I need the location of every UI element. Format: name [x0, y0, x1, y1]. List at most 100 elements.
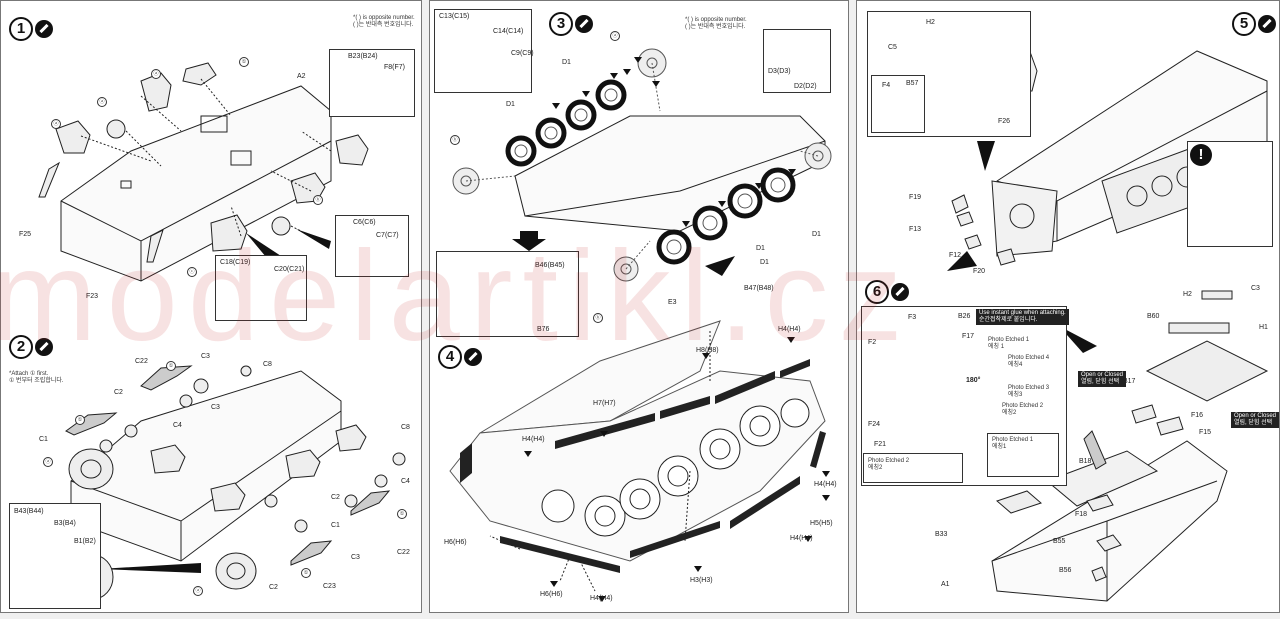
step-number-2: 2 — [9, 335, 33, 359]
callout-marker: ① — [75, 415, 85, 425]
part-label: F25 — [19, 231, 32, 238]
rotation-label: 180° — [966, 377, 981, 384]
part-label: C5 — [888, 44, 897, 51]
glue-icon — [464, 348, 482, 366]
part-label: C7(C7) — [376, 232, 399, 239]
part-label: C8 — [263, 361, 272, 368]
part-label: F8(F7) — [384, 64, 405, 71]
pe-box-label: Photo Etched 2 에칭2 — [868, 458, 910, 471]
step-number-3: 3 — [549, 12, 573, 36]
callout-marker: ① — [301, 568, 311, 578]
part-label: B18 — [1079, 458, 1092, 465]
part-label: B57 — [906, 80, 919, 87]
part-label: D1 — [812, 231, 821, 238]
part-label: B76 — [537, 326, 550, 333]
part-label: D2(D2) — [794, 83, 817, 90]
subassembly-box-c6: C6(C6) C7(C7) — [335, 215, 409, 277]
glue-icon — [35, 20, 53, 38]
part-label: C1 — [331, 522, 340, 529]
part-label: C18(C19) — [220, 259, 251, 266]
attach-first-note: *Attach ① first. ① 번부터 조립합니다. — [9, 371, 64, 384]
part-label: F15 — [1199, 429, 1212, 436]
glue-icon — [1258, 15, 1276, 33]
part-label: F20 — [973, 268, 986, 275]
part-label: B17 — [1123, 378, 1136, 385]
part-label: Photo Etched 1 에칭 1 — [988, 337, 1030, 350]
part-label: F12 — [949, 252, 962, 259]
part-label: B55 — [1053, 538, 1066, 545]
part-label: H8(H8) — [696, 347, 719, 354]
part-label: C22 — [397, 549, 410, 556]
part-label: F23 — [86, 293, 99, 300]
part-label: F3 — [908, 314, 917, 321]
part-label: C20(C21) — [274, 266, 305, 273]
part-label: F17 — [962, 333, 975, 340]
callout-marker: ⓐ — [97, 97, 107, 107]
subassembly-box-c18: C18(C19) C20(C21) — [215, 255, 307, 321]
part-label: F19 — [909, 194, 922, 201]
part-label: E3 — [668, 299, 677, 306]
callout-marker: ⓑ — [593, 313, 603, 323]
part-label: B26 — [958, 313, 971, 320]
part-label: D1 — [760, 259, 769, 266]
instruction-panel-middle: 3 *( ) is opposite number. ( )는 반대측 번호입니… — [429, 0, 849, 613]
part-label: C6(C6) — [353, 219, 376, 226]
part-label: D1 — [562, 59, 571, 66]
step-number-1: 1 — [9, 17, 33, 41]
running-gear-diagram — [445, 36, 832, 602]
instruction-panel-left: 1 *( ) is opposite number. ( )는 반대측 번호입니… — [0, 0, 422, 613]
part-label: F2 — [868, 339, 877, 346]
callout-marker: ⓐ — [51, 119, 61, 129]
part-label: B43(B44) — [14, 508, 44, 515]
part-label: Photo Etched 2 에칭2 — [1002, 403, 1044, 416]
part-label: C3 — [1251, 285, 1260, 292]
part-label: H4(H4) — [790, 535, 813, 542]
part-label: C8 — [401, 424, 410, 431]
part-label: B23(B24) — [348, 53, 378, 60]
part-label: F18 — [1075, 511, 1088, 518]
part-label: B33 — [935, 531, 948, 538]
callout-marker: ① — [397, 509, 407, 519]
photo-etched-1-box: Photo Etched 1 에칭1 — [987, 433, 1059, 477]
part-label: B3(B4) — [54, 520, 76, 527]
glue-icon — [575, 15, 593, 33]
open-closed-note: Open or Closed 열림, 닫힘 선택 — [1078, 371, 1127, 387]
part-label: D1 — [506, 101, 515, 108]
part-label: H6(H6) — [444, 539, 467, 546]
part-label: H2 — [1183, 291, 1192, 298]
part-label: A1 — [941, 581, 950, 588]
subassembly-box-b46: B46(B45) B76 — [436, 251, 579, 337]
part-label: H7(H7) — [593, 400, 616, 407]
part-label: H1 — [1259, 324, 1268, 331]
step-number-4: 4 — [438, 345, 462, 369]
opposite-number-note: *( ) is opposite number. ( )는 반대측 번호입니다. — [685, 17, 747, 30]
part-label: F24 — [868, 421, 881, 428]
part-label: C1 — [39, 436, 48, 443]
part-label: B56 — [1059, 567, 1072, 574]
instruction-panel-right: 5 H2 C5 F26 F4 B57 F19 F13 F12 F20 ! 6 U… — [856, 0, 1280, 613]
part-label: C22 — [135, 358, 148, 365]
part-label: C23 — [323, 583, 336, 590]
step-number-6: 6 — [865, 280, 889, 304]
part-label: F16 — [1191, 412, 1204, 419]
instant-glue-note: Use instant glue when attaching. 순간접착제로 … — [976, 309, 1069, 325]
subassembly-box-f4: F4 B57 — [871, 75, 925, 133]
part-label: B1(B2) — [74, 538, 96, 545]
part-label: F4 — [882, 82, 891, 89]
glue-icon — [35, 338, 53, 356]
callout-marker: ⓐ — [43, 457, 53, 467]
part-label: A2 — [297, 73, 306, 80]
part-label: C4 — [173, 422, 182, 429]
part-label: Photo Etched 3 에칭3 — [1008, 385, 1050, 398]
part-label: C3 — [351, 554, 360, 561]
callout-marker: ⓐ — [151, 69, 161, 79]
part-label: F26 — [998, 118, 1011, 125]
part-label: B60 — [1147, 313, 1160, 320]
glue-icon — [891, 283, 909, 301]
part-label: C4 — [401, 478, 410, 485]
subassembly-box-b43: B43(B44) B3(B4) B1(B2) — [9, 503, 101, 609]
callout-marker: ⓐ — [193, 586, 203, 596]
part-label: H3(H3) — [690, 577, 713, 584]
part-label: Photo Etched 4 에칭4 — [1008, 355, 1050, 368]
part-label: B47(B48) — [744, 285, 774, 292]
